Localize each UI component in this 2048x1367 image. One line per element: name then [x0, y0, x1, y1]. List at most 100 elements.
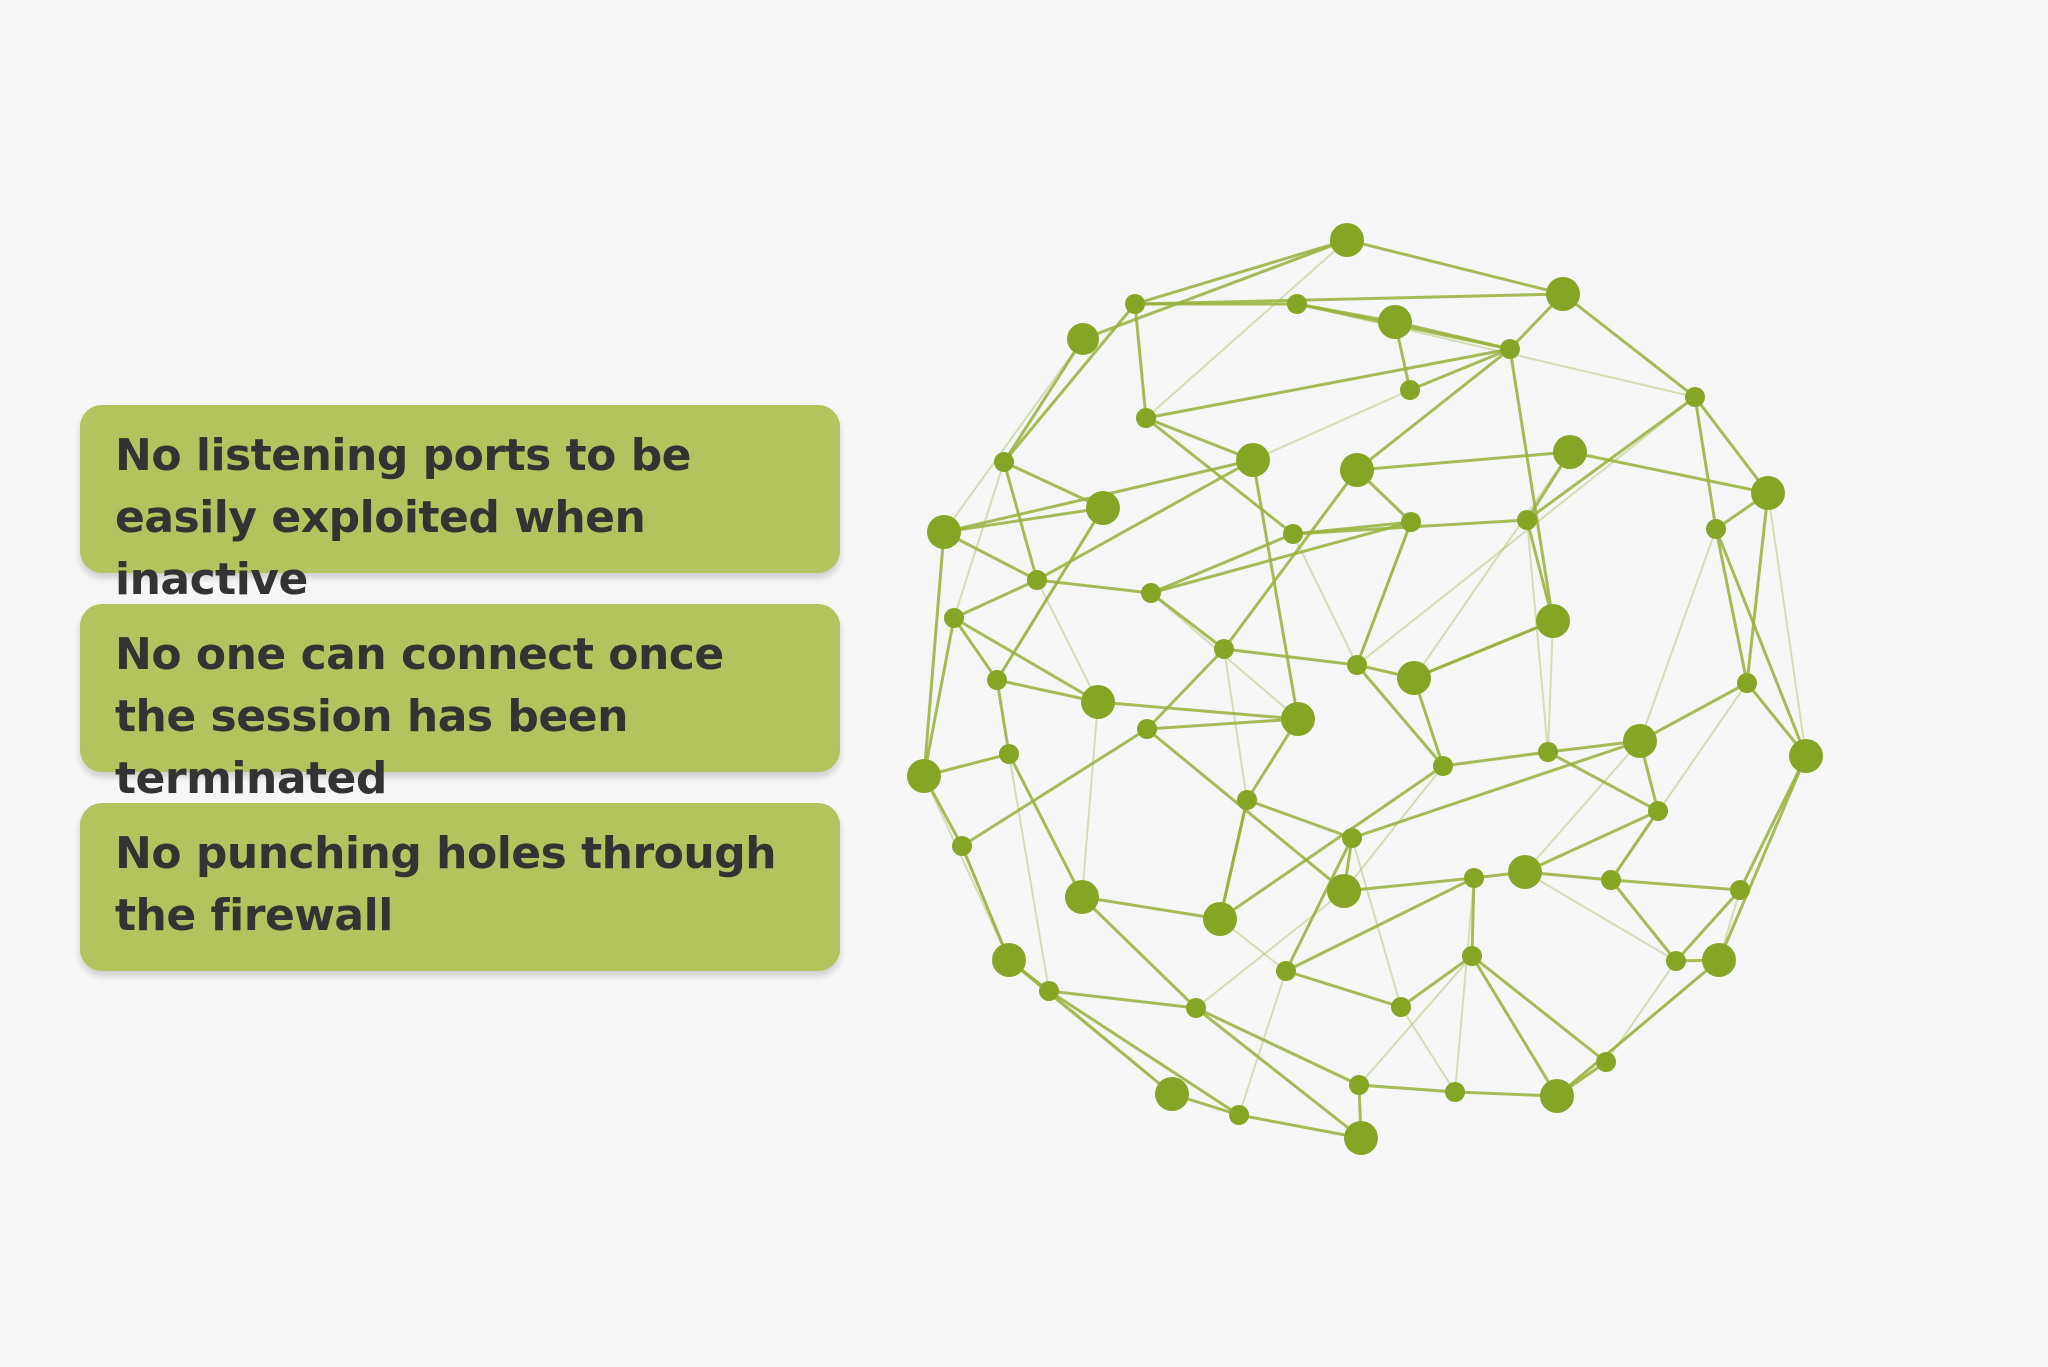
globe-node — [1065, 880, 1099, 914]
globe-edge — [1470, 877, 1476, 957]
globe-node — [1237, 790, 1257, 810]
globe-edge — [1150, 591, 1225, 651]
globe-edge — [1082, 238, 1348, 341]
globe-node — [1039, 981, 1059, 1001]
globe-edge — [1693, 396, 1718, 530]
globe-node — [1433, 756, 1453, 776]
globe-edge — [943, 506, 1104, 534]
globe-node — [1706, 519, 1726, 539]
globe-edge — [952, 617, 999, 681]
callout-text: No one can connect once the session has … — [115, 629, 724, 804]
globe-node — [1685, 387, 1705, 407]
globe-edge — [1508, 348, 1555, 622]
globe-edge-faint — [1526, 519, 1549, 753]
globe-node — [1500, 339, 1520, 359]
globe-edge — [1284, 837, 1354, 972]
globe-edge — [1745, 492, 1770, 684]
globe-edge-faint — [1358, 955, 1473, 1086]
globe-edge — [1048, 989, 1240, 1117]
globe-node — [1378, 305, 1412, 339]
globe-edge-faint — [1008, 753, 1050, 992]
globe-edge — [995, 507, 1105, 681]
globe-edge — [1080, 895, 1198, 1010]
globe-node — [1508, 855, 1542, 889]
globe-edge-faint — [1547, 620, 1554, 753]
globe-node — [1553, 435, 1587, 469]
globe-node — [1400, 380, 1420, 400]
globe-node — [1546, 277, 1580, 311]
globe-node — [987, 670, 1007, 690]
globe-node — [1344, 1121, 1378, 1155]
globe-edge — [1355, 521, 1413, 666]
globe-node — [1186, 998, 1206, 1018]
callout-no-connect-after-session: No one can connect once the session has … — [80, 604, 840, 804]
globe-node — [1517, 510, 1537, 530]
globe-node — [1067, 323, 1099, 355]
globe-edge — [1358, 1083, 1456, 1094]
globe-node — [1789, 739, 1823, 773]
globe-node — [1648, 801, 1668, 821]
globe-edge — [1285, 876, 1475, 973]
globe-edge — [1195, 1006, 1362, 1140]
globe-edge — [1036, 458, 1254, 582]
globe-edge — [943, 530, 1038, 582]
globe-edge — [960, 845, 1011, 961]
callout-no-listening-ports: No listening ports to be easily exploite… — [80, 405, 840, 605]
globe-edge — [1351, 739, 1641, 840]
globe-edge — [1145, 416, 1294, 536]
globe-node — [1125, 294, 1145, 314]
globe-node — [1214, 639, 1234, 659]
globe-edge — [1394, 320, 1511, 351]
globe-node — [1730, 880, 1750, 900]
globe-edge — [922, 531, 946, 777]
globe-edge — [1471, 954, 1607, 1064]
globe-edge-faint — [1081, 701, 1099, 898]
globe-edge — [1454, 1090, 1558, 1098]
globe-edge — [1146, 717, 1299, 731]
globe-edge — [1639, 681, 1748, 743]
globe-node — [1462, 946, 1482, 966]
globe-node — [1623, 724, 1657, 758]
globe-node — [1229, 1105, 1249, 1125]
globe-edge — [1133, 303, 1148, 419]
globe-edge — [1145, 347, 1511, 420]
globe-node — [1391, 997, 1411, 1017]
globe-edge-faint — [1524, 740, 1641, 873]
globe-node — [1276, 961, 1296, 981]
globe-node — [907, 759, 941, 793]
globe-node — [944, 608, 964, 628]
globe-node — [1601, 870, 1621, 890]
globe-edge — [1714, 528, 1749, 684]
globe-node — [1137, 719, 1157, 739]
globe-edge — [1355, 664, 1445, 767]
globe-edge — [1346, 238, 1564, 296]
globe-edge — [1409, 347, 1511, 392]
globe-edge-faint — [1356, 396, 1696, 666]
globe-node — [952, 836, 972, 856]
globe-node — [1397, 661, 1431, 695]
globe-node — [1081, 685, 1115, 719]
globe-node — [1136, 408, 1156, 428]
globe-edge — [1097, 700, 1299, 721]
globe-node — [1666, 951, 1686, 971]
globe-edge — [1525, 519, 1555, 622]
globe-edge — [1150, 520, 1412, 595]
globe-edge — [961, 727, 1148, 848]
globe-node — [1283, 524, 1303, 544]
globe-node — [1540, 1079, 1574, 1113]
globe-edge — [1002, 338, 1085, 463]
globe-edge — [1008, 958, 1173, 1096]
globe-edge-faint — [1454, 877, 1475, 1093]
globe-node — [1327, 874, 1361, 908]
globe-node — [1464, 868, 1484, 888]
globe-edge-faint — [953, 461, 1005, 619]
globe-edge-faint — [1524, 871, 1677, 962]
globe-edge-faint — [1413, 451, 1571, 679]
globe-edge — [1556, 958, 1720, 1098]
globe-edge-faint — [1351, 837, 1402, 1008]
globe-edge — [1400, 954, 1473, 1009]
globe-node — [1751, 476, 1785, 510]
globe-edge — [1524, 809, 1659, 874]
callout-no-firewall-holes: No punching holes through the firewall — [80, 803, 840, 971]
